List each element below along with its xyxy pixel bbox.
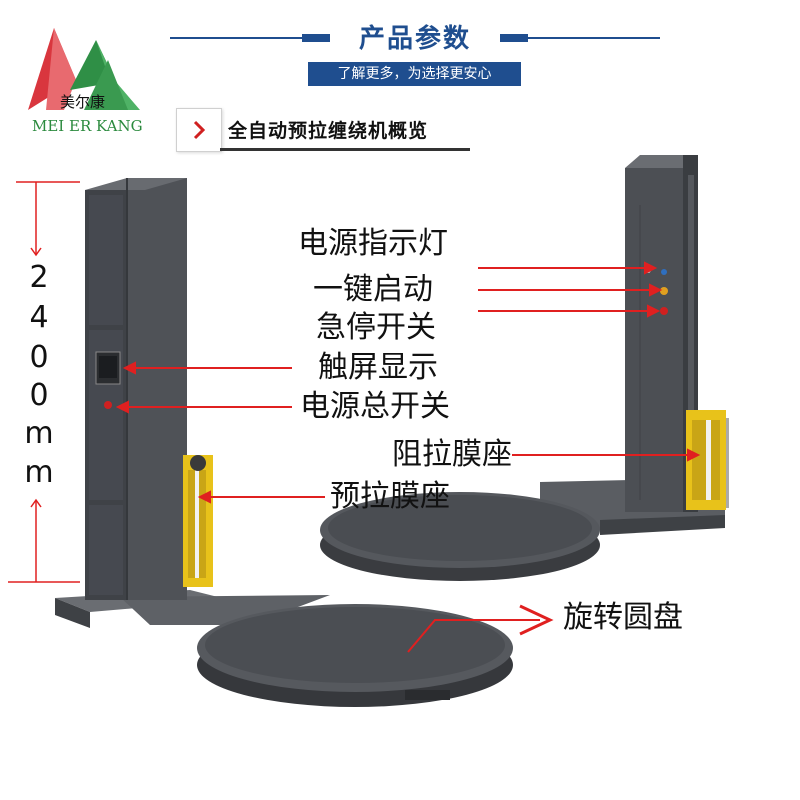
dimension-char: m: [24, 416, 54, 451]
logo-name-en: MEI ER KANG: [32, 117, 143, 135]
logo-mountain-icon: [28, 28, 140, 110]
label-power-light: 电源指示灯: [298, 226, 448, 261]
label-resist-film-seat: 阻拉膜座: [392, 437, 512, 472]
header-rule-left: [170, 34, 330, 42]
section-chevron-box: [176, 108, 222, 152]
header-rule-right: [500, 34, 660, 42]
label-emergency-stop: 急停开关: [316, 310, 436, 345]
page-title: 产品参数: [358, 24, 471, 54]
label-one-key-start: 一键启动: [313, 272, 433, 307]
section-title: 全自动预拉缠绕机概览: [228, 120, 429, 142]
dimension-char: 0: [29, 340, 49, 375]
callout-arrows: [115, 261, 701, 653]
section-underline: [220, 148, 470, 151]
subtitle-banner: 了解更多，为选择更安心: [308, 62, 521, 86]
label-touch-screen: 触屏显示: [318, 350, 438, 385]
dimension-char: 2: [29, 260, 49, 295]
dimension-char: 0: [29, 378, 49, 413]
label-turntable: 旋转圆盘: [563, 600, 683, 635]
chevron-right-icon: [193, 120, 206, 140]
dimension-char: 4: [29, 300, 49, 335]
logo-name-cn: 美尔康: [60, 93, 106, 111]
dimension-char: m: [24, 455, 54, 490]
label-main-power: 电源总开关: [300, 389, 450, 424]
height-dimension: [8, 181, 80, 583]
label-prestretch-film-seat: 预拉膜座: [330, 479, 450, 514]
